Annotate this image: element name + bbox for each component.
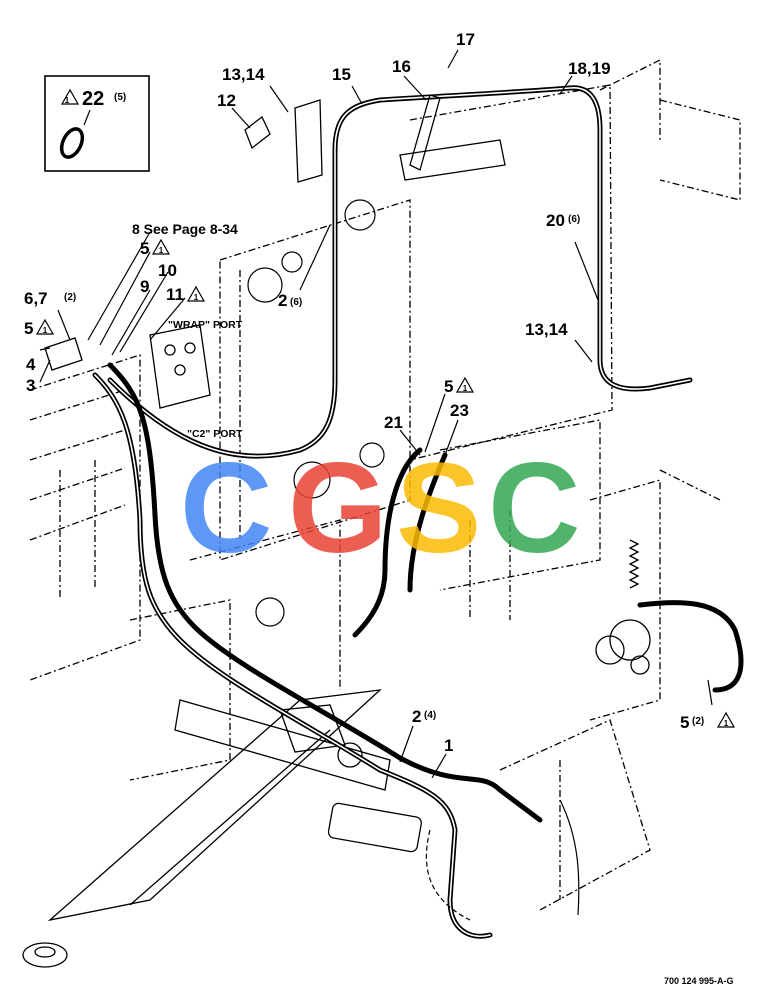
warning-triangle-icon xyxy=(716,711,736,728)
callout-3: 3 xyxy=(26,376,35,395)
callout-2-bot-qty: (4) xyxy=(424,710,436,721)
callout-16: 16 xyxy=(392,57,411,76)
callout-2-mid: 2 xyxy=(278,291,287,310)
svg-text:1: 1 xyxy=(463,384,468,393)
callout-8: 8 See Page 8-34 xyxy=(132,221,238,237)
svg-text:1: 1 xyxy=(194,293,199,302)
o-ring-inset xyxy=(44,75,150,172)
callouts: 1 22 (5) 13,14 12 15 16 17 18,19 8 See P… xyxy=(24,30,736,755)
figure-number: 700 124 995-A-G xyxy=(664,976,734,986)
callout-5-d: 5 xyxy=(680,713,689,732)
callout-5-b: 5 xyxy=(24,319,33,338)
callout-4: 4 xyxy=(26,355,36,374)
leader-lines xyxy=(39,49,713,779)
callout-5-a: 5 xyxy=(140,239,149,258)
warning-triangle-icon xyxy=(35,318,55,335)
drawbar xyxy=(22,619,651,968)
watermark-letter-c1: C xyxy=(180,437,272,580)
svg-text:1: 1 xyxy=(43,326,48,335)
warning-triangle-icon xyxy=(455,376,475,393)
watermark-letter-c2: C xyxy=(488,437,580,580)
hydraulic-hoses xyxy=(92,85,744,939)
callout-23: 23 xyxy=(450,401,469,420)
spring xyxy=(628,539,640,589)
callout-11: 11 xyxy=(166,285,184,304)
callout-5-d-qty: (2) xyxy=(692,716,704,727)
callout-20: 20 xyxy=(546,211,565,230)
c2-port-label: "C2" PORT xyxy=(187,428,243,440)
warning-triangle-icon xyxy=(151,238,171,255)
callout-10: 10 xyxy=(158,261,177,280)
warning-triangle-icon xyxy=(186,285,206,302)
callout-2-bot: 2 xyxy=(412,707,421,726)
svg-text:1: 1 xyxy=(159,246,164,255)
callout-17: 17 xyxy=(456,30,475,49)
callout-13-14-right: 13,14 xyxy=(525,320,568,339)
callout-15: 15 xyxy=(332,65,351,84)
callout-22: 22 xyxy=(82,88,104,110)
cylinder-16 xyxy=(409,94,441,171)
callout-6-7: 6,7 xyxy=(24,289,48,308)
callout-1: 1 xyxy=(444,736,453,755)
valve-block xyxy=(44,324,211,409)
baler-frame xyxy=(29,58,741,911)
wrap-port-label: "WRAP" PORT xyxy=(168,319,243,331)
o-ring-icon xyxy=(59,127,85,159)
callout-12: 12 xyxy=(217,91,236,110)
callout-5-c: 5 xyxy=(444,377,453,396)
warning-triangle-icon xyxy=(60,88,80,105)
callout-2-mid-qty: (6) xyxy=(290,297,302,308)
callout-6-7-qty: (2) xyxy=(64,292,76,303)
svg-text:1: 1 xyxy=(65,96,70,105)
svg-text:1: 1 xyxy=(724,719,729,728)
callout-22-qty: (5) xyxy=(114,92,126,103)
cgsc-watermark: C G S C xyxy=(180,437,580,580)
watermark-letter-s: S xyxy=(396,437,481,580)
callout-20-qty: (6) xyxy=(568,214,580,225)
callout-21: 21 xyxy=(384,413,403,432)
callout-18-19: 18,19 xyxy=(568,59,611,78)
callout-13-14-top: 13,14 xyxy=(222,65,265,84)
callout-9: 9 xyxy=(140,277,149,296)
watermark-letter-g: G xyxy=(288,437,388,580)
